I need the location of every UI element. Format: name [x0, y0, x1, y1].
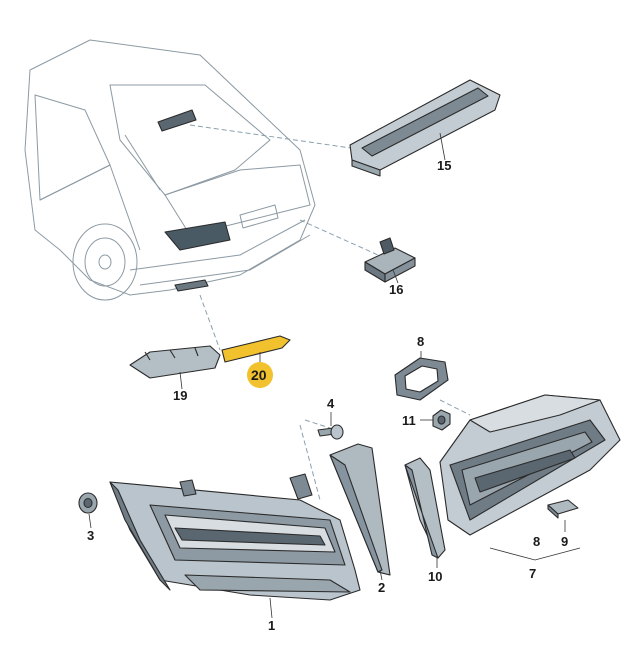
part-7-inner-tail-light [439, 394, 621, 536]
callout-8-top: 8 [417, 334, 424, 349]
callout-10: 10 [428, 569, 442, 584]
part-4-screw [317, 424, 344, 440]
part-10-trim-strip [404, 457, 446, 559]
part-3-nut [78, 492, 98, 514]
callout-20-highlight [247, 362, 273, 388]
callout-9: 9 [561, 534, 568, 549]
part-16-plate-light [364, 237, 416, 283]
callout-15: 15 [437, 158, 451, 173]
part-9-small-part [547, 499, 579, 519]
callout-19: 19 [173, 388, 187, 403]
callout-8-bottom: 8 [533, 534, 540, 549]
callout-numbers: 15 16 19 20 8 4 11 3 2 10 8 9 7 1 [87, 158, 568, 633]
part-1-outer-tail-light [109, 473, 361, 601]
callout-3: 3 [87, 528, 94, 543]
part-8-gasket [394, 357, 449, 401]
callout-20: 20 [251, 367, 267, 383]
part-19-bumper-trim [129, 345, 221, 379]
callout-16: 16 [389, 282, 403, 297]
car-illustration [24, 39, 316, 301]
part-20-reflector [221, 335, 291, 363]
callout-1: 1 [268, 618, 275, 633]
part-11-nut [432, 409, 451, 431]
callout-11: 11 [402, 413, 416, 428]
part-2-trim-panel [329, 443, 391, 576]
part-15-brake-light [349, 79, 501, 177]
leader-lines [88, 132, 581, 619]
callout-7: 7 [529, 566, 536, 581]
callout-4: 4 [327, 396, 335, 411]
callout-2: 2 [378, 580, 385, 595]
guide-lines [189, 124, 471, 501]
